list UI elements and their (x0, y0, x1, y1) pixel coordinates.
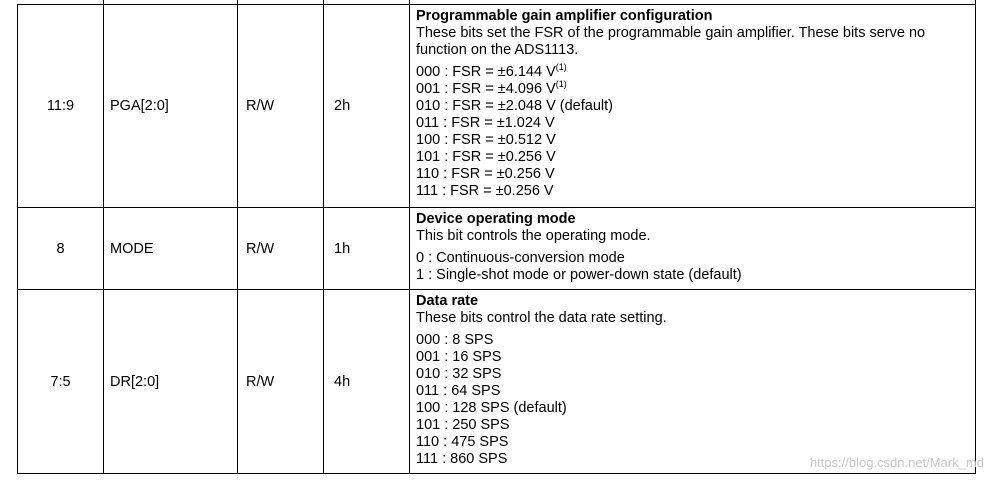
footnote-mark: (1) (555, 79, 567, 89)
option-line: 110 : FSR = ±0.256 V (416, 166, 555, 182)
option-line: 101 : 250 SPS (416, 417, 510, 433)
description-title: Data rate (416, 293, 479, 309)
reset-cell: 2h (323, 4, 410, 208)
option-line: 101 : FSR = ±0.256 V (416, 149, 556, 165)
option-line: 0 : Continuous-conversion mode (416, 250, 625, 266)
description-line: function on the ADS1113. (416, 42, 579, 58)
option-line: 010 : FSR = ±2.048 V (default) (416, 98, 613, 114)
footnote-mark: (1) (555, 62, 567, 72)
description-cell: Data rate These bits control the data ra… (409, 289, 976, 474)
register-field-table: 11:9 PGA[2:0] R/W 2h Programmable gain a… (17, 4, 976, 474)
type-cell: R/W (237, 207, 324, 290)
option-line: 000 : 8 SPS (416, 332, 494, 348)
description-line: This bit controls the operating mode. (416, 228, 651, 244)
option-line: 111 : 860 SPS (416, 451, 508, 467)
reset-cell: 4h (323, 289, 410, 474)
table-row: 11:9 PGA[2:0] R/W 2h Programmable gain a… (17, 4, 976, 208)
option-line: 001 : 16 SPS (416, 349, 502, 365)
description-cell: Device operating mode This bit controls … (409, 207, 976, 290)
option-line: 001 : FSR = ±4.096 V(1) (416, 79, 567, 98)
field-cell: MODE (103, 207, 238, 290)
field-cell: PGA[2:0] (103, 4, 238, 208)
bit-cell: 7:5 (17, 289, 104, 474)
option-line: 111 : FSR = ±0.256 V (416, 183, 554, 199)
option-line: 011 : 64 SPS (416, 383, 501, 399)
option-line: 011 : FSR = ±1.024 V (416, 115, 555, 131)
type-cell: R/W (237, 4, 324, 208)
description-line: These bits control the data rate setting… (416, 310, 667, 326)
field-cell: DR[2:0] (103, 289, 238, 474)
option-line: 000 : FSR = ±6.144 V(1) (416, 62, 567, 81)
description-title: Device operating mode (416, 211, 576, 227)
description-title: Programmable gain amplifier configuratio… (416, 8, 713, 24)
type-cell: R/W (237, 289, 324, 474)
bit-cell: 8 (17, 207, 104, 290)
bit-cell: 11:9 (17, 4, 104, 208)
option-line: 100 : 128 SPS (default) (416, 400, 567, 416)
option-line: 110 : 475 SPS (416, 434, 509, 450)
table-row: 8 MODE R/W 1h Device operating mode This… (17, 207, 976, 290)
option-line: 1 : Single-shot mode or power-down state… (416, 267, 742, 283)
description-line: These bits set the FSR of the programmab… (416, 25, 926, 41)
previous-row-edge (17, 0, 976, 4)
description-cell: Programmable gain amplifier configuratio… (409, 4, 976, 208)
option-line: 010 : 32 SPS (416, 366, 502, 382)
table-row: 7:5 DR[2:0] R/W 4h Data rate These bits … (17, 289, 976, 474)
watermark: https://blog.csdn.net/Mark_md (809, 455, 984, 470)
reset-cell: 1h (323, 207, 410, 290)
option-line: 100 : FSR = ±0.512 V (416, 132, 556, 148)
